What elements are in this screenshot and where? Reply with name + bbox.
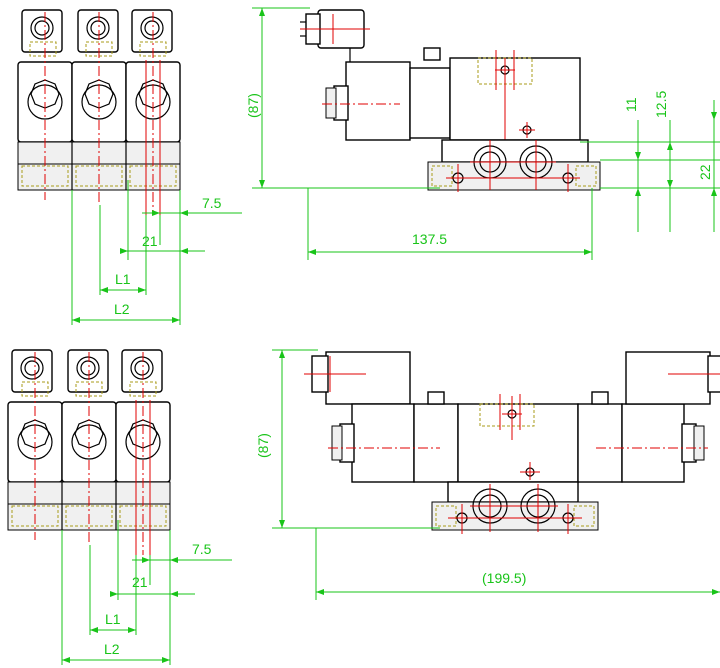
bottom-l1-label: L1 [105, 611, 121, 627]
manifold-centerlines-bottom [34, 352, 151, 555]
top-pitch-label: 21 [142, 233, 158, 249]
top-single-dimensions [252, 7, 720, 260]
bottom-double-dimensions [272, 349, 720, 600]
bottom-l2-label: L2 [104, 641, 120, 657]
top-height-label: (87) [245, 93, 261, 118]
bottom-double-valve [304, 351, 720, 534]
bottom-manifold-dimensions [61, 520, 232, 665]
bottom-width-label: (199.5) [482, 570, 526, 586]
top-width-label: 137.5 [412, 231, 447, 247]
top-manifold-valves [17, 9, 181, 215]
bottom-pitch-label: 21 [132, 574, 148, 590]
dim-11-label: 11 [623, 97, 639, 112]
top-l2-label: L2 [114, 301, 130, 317]
connector-heads [21, 9, 173, 57]
bottom-offset-label: 7.5 [192, 541, 212, 557]
manifold-centerlines [44, 12, 161, 215]
dim-12-5-label: 12.5 [653, 91, 669, 118]
top-single-valve [300, 9, 601, 192]
connector-heads-bottom [11, 349, 163, 397]
dim-22-label: 22 [697, 164, 713, 180]
bottom-height-label: (87) [255, 433, 271, 458]
top-manifold-dimensions [71, 180, 242, 325]
bottom-manifold-valves [7, 349, 171, 555]
top-offset-label: 7.5 [202, 195, 222, 211]
top-l1-label: L1 [115, 271, 131, 287]
